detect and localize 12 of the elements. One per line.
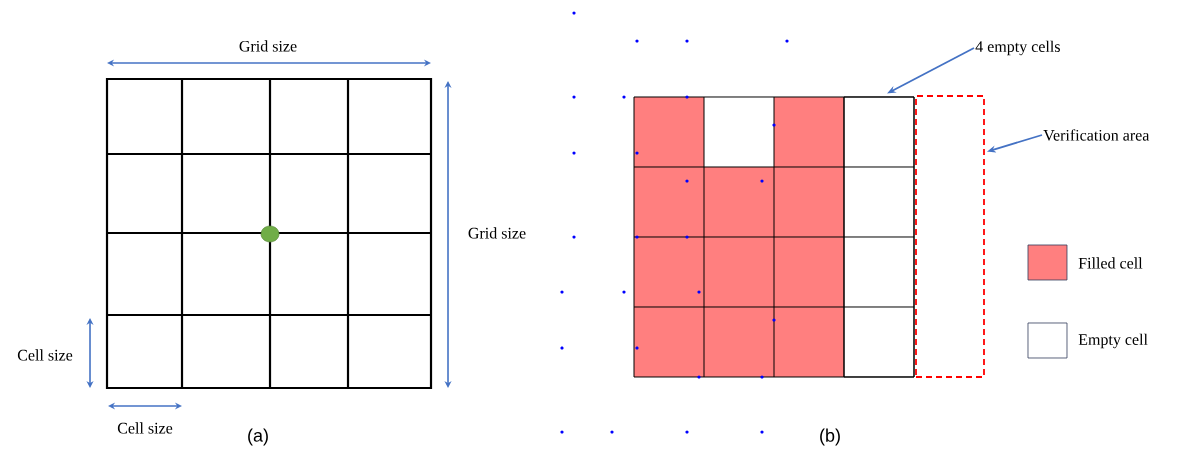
- panel-label: (b): [820, 428, 840, 446]
- dimension-label: Cell size: [17, 349, 73, 361]
- legend-label: Empty cell: [1078, 333, 1148, 349]
- callout-text: Verification area: [1043, 129, 1150, 141]
- empty-column: [843, 96, 915, 378]
- legend-label: Filled cell: [1078, 257, 1143, 269]
- verification-area: [915, 95, 985, 378]
- callout-text: 4 empty cells: [975, 40, 1060, 56]
- panel-label: (a): [248, 428, 268, 446]
- dimension-label: Grid size: [468, 227, 526, 239]
- dimension-label: Grid size: [239, 40, 297, 52]
- dimension-label: Cell size: [117, 422, 173, 434]
